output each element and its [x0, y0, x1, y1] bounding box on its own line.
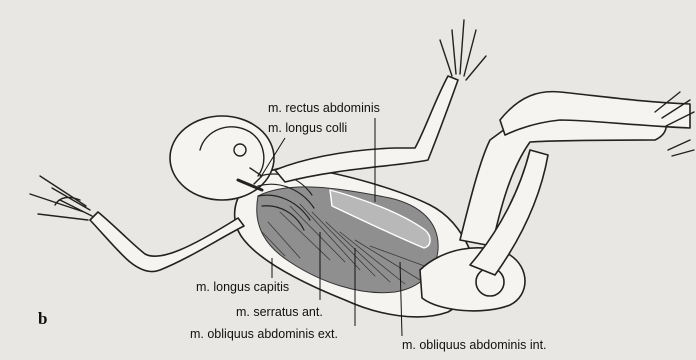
- panel-letter: b: [38, 309, 47, 329]
- left-hand: [30, 176, 92, 220]
- label-longus-capitis: m. longus capitis: [196, 280, 289, 294]
- label-obliquus-ext: m. obliquus abdominis ext.: [190, 327, 338, 341]
- label-rectus-abdominis: m. rectus abdominis: [268, 101, 380, 115]
- right-hand: [440, 20, 486, 80]
- left-arm: [90, 212, 244, 272]
- label-longus-colli: m. longus colli: [268, 121, 347, 135]
- label-obliquus-int: m. obliquus abdominis int.: [402, 338, 547, 352]
- legs: [460, 92, 690, 275]
- label-serratus-ant: m. serratus ant.: [236, 305, 323, 319]
